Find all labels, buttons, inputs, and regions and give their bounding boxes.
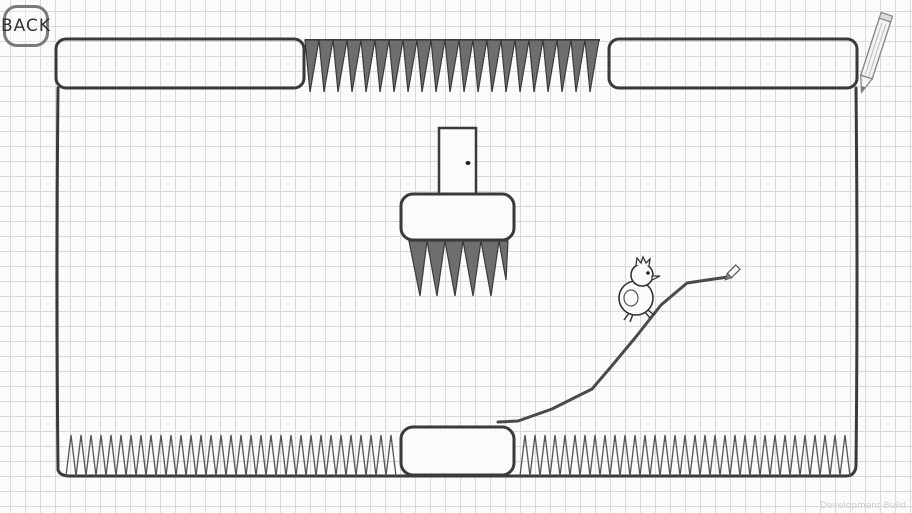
platform-bottom [399,425,516,477]
bird-character [618,255,661,323]
platform-top-right [607,37,859,90]
build-label: Development Build [819,501,906,511]
ceiling-spikes [304,39,600,93]
drawn-line [496,275,730,424]
bird-eye [646,271,650,275]
floor-spikes-left [65,434,397,477]
door-knob [465,161,471,165]
pencil-icon[interactable] [856,11,894,95]
platform-middle [399,192,516,242]
bird-wing [623,289,639,307]
pencil-cursor [724,264,741,281]
back-button[interactable]: BACK [1,5,50,47]
bird-feet [644,309,655,319]
platform-top-left [54,37,306,90]
middle-platform-spikes [408,240,509,297]
exit-door [437,126,478,196]
bird-beak [651,275,661,281]
floor-spikes-right [519,434,851,477]
crown-icon [635,255,651,267]
bird-head [630,263,654,287]
